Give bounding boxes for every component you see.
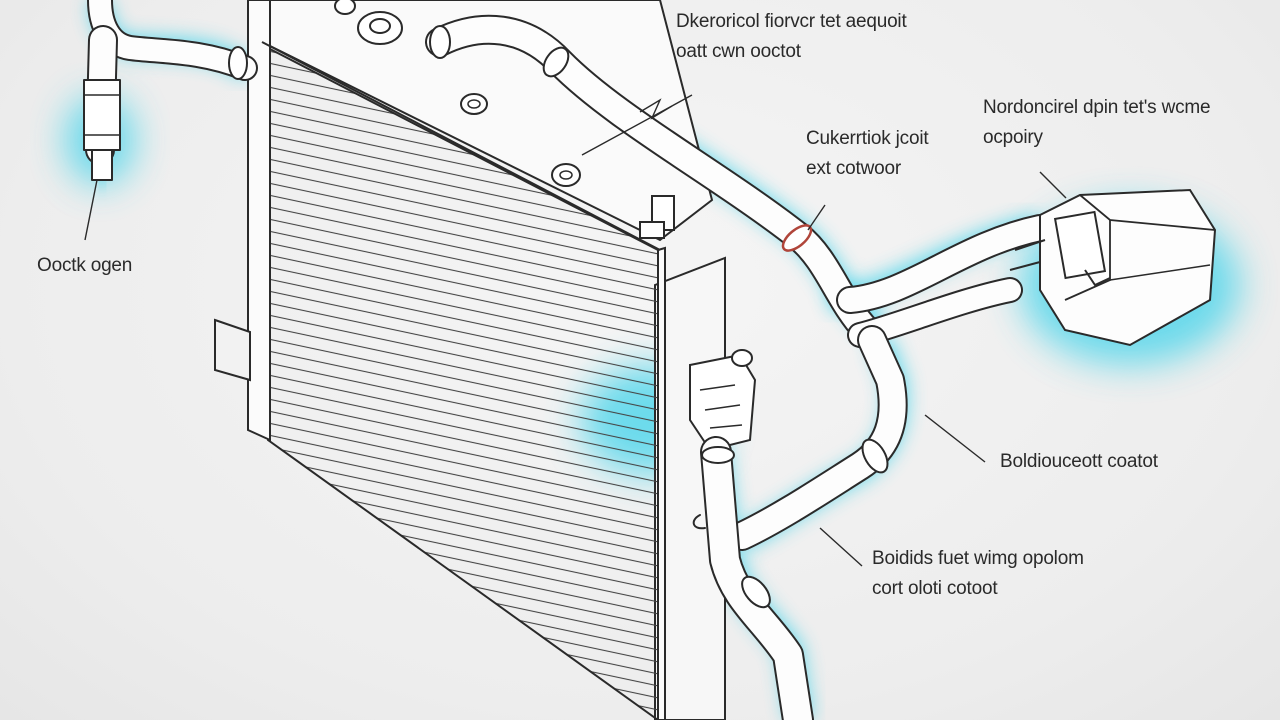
leader-lines — [84, 94, 1067, 567]
leader-bottom — [819, 527, 863, 567]
radiator-bolt-2 — [460, 93, 488, 115]
callout-bottom-line2: cort oloti cotoot — [872, 578, 998, 599]
callout-left-line1: Ooctk ogen — [37, 255, 133, 276]
callout-top-line1: Dkeroricol fiorvcr tet aequoit — [676, 11, 907, 32]
callout-top-line2: oatt cwn ooctot — [676, 41, 801, 62]
radiator-bolt-3 — [551, 163, 581, 187]
bottom-outlet-hose — [692, 436, 814, 720]
lower-return-hose — [727, 325, 908, 551]
leader-reservoir — [1039, 171, 1067, 199]
callout-bottom-line1: Boidids fuet wimg opolom — [872, 548, 1084, 569]
radiator-right-post — [657, 246, 666, 720]
callout-top: Dkeroricol fiorvcr tet aequoit oatt cwn … — [676, 7, 907, 67]
callout-bottom: Boidids fuet wimg opolom cort oloti coto… — [872, 544, 1084, 604]
radiator-sensor — [639, 195, 675, 239]
callout-reservoir: Nordoncirel dpin tet's wcme ocpoiry — [983, 93, 1211, 153]
callout-lower-right-line1: Boldiouceott coatot — [1000, 451, 1158, 472]
radiator-left-post — [247, 0, 271, 442]
radiator-bolt-1 — [334, 0, 356, 15]
callout-lower-right: Boldiouceott coatot — [1000, 447, 1158, 477]
radiator-bracket-left — [214, 318, 251, 382]
left-pipe — [83, 25, 121, 181]
leader-middle — [807, 204, 826, 231]
callout-middle: Cukerrtiok jcoit ext cotwoor — [806, 124, 929, 184]
callout-middle-line2: ext cotwoor — [806, 158, 901, 179]
upper-radiator-hose — [425, 14, 881, 345]
leader-top-zigzag — [639, 98, 673, 120]
hoses — [83, 0, 1054, 720]
coolant-reservoir — [1009, 188, 1217, 347]
callout-reservoir-line2: ocpoiry — [983, 127, 1043, 148]
radiator — [214, 0, 757, 720]
callout-reservoir-line1: Nordoncirel dpin tet's wcme — [983, 97, 1211, 118]
radiator-outlet-fitting — [689, 349, 757, 452]
leader-left — [84, 179, 98, 241]
callout-left: Ooctk ogen — [37, 251, 132, 281]
leader-lower-right — [924, 414, 986, 463]
leader-top — [581, 94, 693, 156]
top-left-hose — [87, 0, 258, 81]
callout-middle-line1: Cukerrtiok jcoit — [806, 128, 929, 149]
reservoir-hose — [836, 214, 1054, 348]
radiator-cap — [357, 11, 403, 45]
